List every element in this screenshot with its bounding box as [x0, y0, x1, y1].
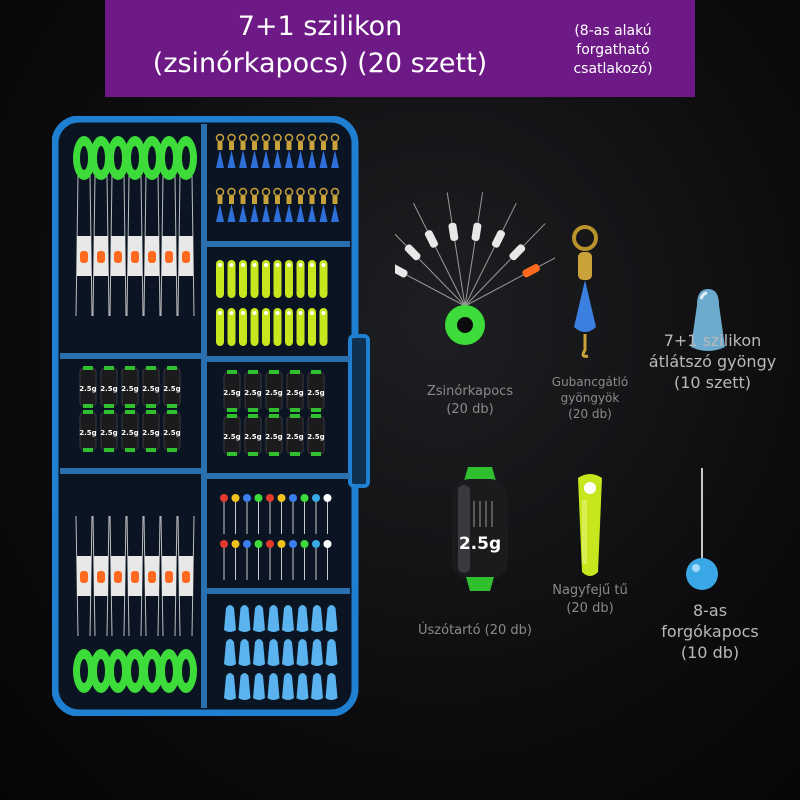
svg-text:2.5g: 2.5g: [100, 385, 117, 393]
svg-text:2.5g: 2.5g: [307, 389, 324, 397]
svg-text:2.5g: 2.5g: [121, 429, 138, 437]
svg-text:2.5g: 2.5g: [100, 429, 117, 437]
svg-text:2.5g: 2.5g: [223, 389, 240, 397]
svg-text:2.5g: 2.5g: [307, 433, 324, 441]
banner-note-line-2: forgatható: [576, 42, 650, 58]
silicone-bead-qty: (10 szett): [673, 373, 752, 392]
anti-tangle-label: Gubancgátló gyöngyök (20 db): [540, 374, 640, 422]
svg-text:2.5g: 2.5g: [79, 429, 96, 437]
big-head-pin-image: [578, 474, 602, 576]
svg-text:2.5g: 2.5g: [265, 433, 282, 441]
float-holder-weight: 2.5g: [459, 534, 501, 554]
swivel-qty: (10 db): [680, 643, 740, 662]
svg-text:2.5g: 2.5g: [121, 385, 138, 393]
big-head-pin-qty: (20 db): [566, 601, 614, 616]
svg-text:2.5g: 2.5g: [286, 433, 303, 441]
float-holder-label: Úszótartó (20 db): [418, 623, 532, 638]
swivel-label: 8-as forgókapocs (10 db): [650, 600, 770, 663]
anti-tangle-name-line-1: Gubancgátló: [551, 375, 629, 389]
anti-tangle-name-line-2: gyöngyök: [560, 391, 620, 405]
anti-tangle-bead-image: [572, 225, 598, 358]
silicone-bead-label: 7+1 szilikon átlátszó gyöngy (10 szett): [635, 330, 790, 393]
svg-text:2.5g: 2.5g: [286, 389, 303, 397]
swivel-pin-image: [686, 468, 718, 590]
banner-note-line-1: (8-as alakú: [574, 23, 652, 39]
swivel-name-line-1: 8-as: [692, 601, 728, 620]
silicone-bead-name-line-1: 7+1 szilikon: [663, 331, 762, 350]
box-latch: [348, 334, 370, 488]
banner-note: (8-as alakú forgatható csatlakozó): [543, 22, 683, 79]
silicone-bead-image: [691, 289, 725, 351]
svg-text:2.5g: 2.5g: [142, 385, 159, 393]
banner-title-line-1: 7+1 szilikon: [237, 11, 403, 42]
float-holders-left: 2.5g 2.5g 2.5g 2.5g 2.5g 2.5g 2.5g 2.5g 2.5g 2.5g: [79, 366, 181, 452]
banner-title: 7+1 szilikon (zsinórkapocs) (20 szett): [105, 8, 535, 82]
silicone-beads-compartment: [224, 605, 338, 700]
line-stopper-name: Zsinórkapocs: [426, 384, 514, 399]
silicone-bead-name-line-2: átlátszó gyöngy: [648, 352, 777, 371]
line-stopper-label: Zsinórkapocs (20 db): [405, 383, 535, 419]
svg-text:2.5g: 2.5g: [163, 385, 180, 393]
box-dividers: [60, 124, 350, 708]
swivel-name-line-2: forgókapocs: [661, 622, 759, 641]
line-stoppers-top: [73, 136, 197, 317]
svg-text:2.5g: 2.5g: [244, 433, 261, 441]
svg-text:2.5g: 2.5g: [244, 389, 261, 397]
big-head-pin-label: Nagyfejű tű (20 db): [535, 582, 645, 618]
anti-tangle-qty: (20 db): [568, 407, 612, 421]
svg-text:2.5g: 2.5g: [223, 433, 240, 441]
svg-text:2.5g: 2.5g: [79, 385, 96, 393]
banner-note-line-3: csatlakozó): [573, 61, 653, 77]
line-stopper-image: [395, 192, 555, 345]
anti-tangle-compartment: [216, 260, 328, 346]
line-stopper-qty: (20 db): [446, 402, 494, 417]
title-banner: 7+1 szilikon (zsinórkapocs) (20 szett) (…: [105, 0, 695, 97]
swivel-compartment: [215, 133, 340, 222]
banner-title-line-2: (zsinórkapocs) (20 szett): [152, 48, 488, 79]
pins-compartment: [220, 494, 332, 580]
svg-text:2.5g: 2.5g: [163, 429, 180, 437]
svg-text:2.5g: 2.5g: [265, 389, 282, 397]
float-holders-right: 2.5g 2.5g 2.5g 2.5g 2.5g 2.5g 2.5g 2.5g 2.5g 2.5g: [223, 370, 325, 456]
float-holder-image: 2.5g: [452, 467, 508, 591]
big-head-pin-name: Nagyfejű tű: [552, 583, 628, 598]
svg-text:2.5g: 2.5g: [142, 429, 159, 437]
line-stoppers-bottom: [73, 515, 197, 693]
